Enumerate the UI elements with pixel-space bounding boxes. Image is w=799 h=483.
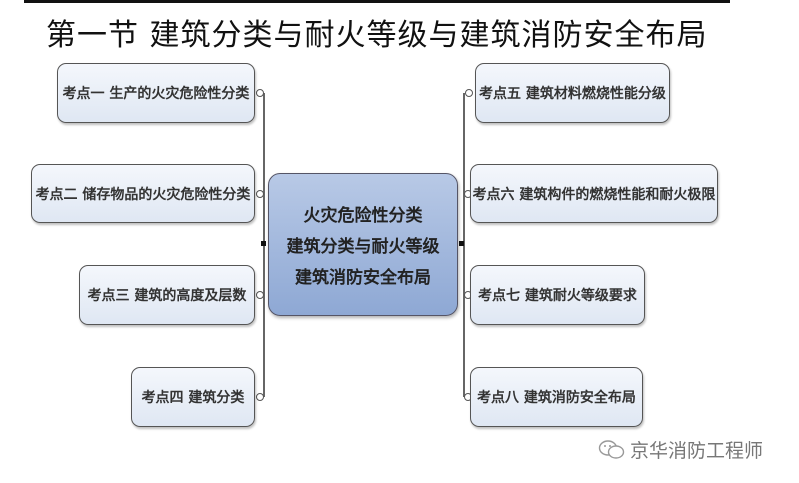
node-connector-dot: [256, 89, 264, 97]
central-line-2: 建筑分类与耐火等级: [286, 237, 440, 257]
topic-node-1[interactable]: 考点一 生产的火灾危险性分类: [57, 63, 255, 123]
topic-node-6[interactable]: 考点六 建筑构件的燃烧性能和耐火极限: [470, 164, 718, 223]
topic-node-4[interactable]: 考点四 建筑分类: [131, 367, 255, 427]
topic-label: 考点六 建筑构件的燃烧性能和耐火极限: [472, 186, 716, 203]
topic-label: 考点三 建筑的高度及层数: [87, 288, 247, 304]
watermark: 京华消防工程师: [598, 436, 763, 463]
topic-label: 考点七 建筑耐火等级要求: [478, 288, 637, 304]
central-line-3: 建筑消防安全布局: [295, 268, 431, 288]
right-joint: [459, 241, 464, 246]
watermark-text: 京华消防工程师: [630, 440, 764, 462]
node-connector-dot: [256, 393, 264, 401]
topic-label: 考点二 储存物品的火灾危险性分类: [35, 186, 251, 203]
wechat-icon: [598, 439, 625, 459]
topic-label: 考点四 建筑分类: [141, 390, 245, 406]
left-joint: [261, 241, 266, 246]
topic-node-5[interactable]: 考点五 建筑材料燃烧性能分级: [475, 63, 670, 123]
top-rule: [24, 0, 730, 3]
central-topic[interactable]: 火灾危险性分类 建筑分类与耐火等级 建筑消防安全布局: [268, 173, 458, 316]
topic-label: 考点八 建筑消防安全布局: [477, 390, 636, 406]
central-line-1: 火灾危险性分类: [303, 206, 423, 226]
topic-node-2[interactable]: 考点二 储存物品的火灾危险性分类: [31, 164, 255, 223]
topic-node-8[interactable]: 考点八 建筑消防安全布局: [470, 367, 643, 427]
topic-node-3[interactable]: 考点三 建筑的高度及层数: [79, 265, 255, 325]
node-connector-dot: [465, 89, 473, 97]
topic-label: 考点一 生产的火灾危险性分类: [62, 86, 250, 102]
page-title: 第一节 建筑分类与耐火等级与建筑消防安全布局: [46, 18, 708, 53]
node-connector-dot: [256, 291, 264, 299]
node-connector-dot: [256, 190, 264, 198]
topic-label: 考点五 建筑材料燃烧性能分级: [479, 86, 666, 102]
topic-node-7[interactable]: 考点七 建筑耐火等级要求: [470, 265, 645, 325]
